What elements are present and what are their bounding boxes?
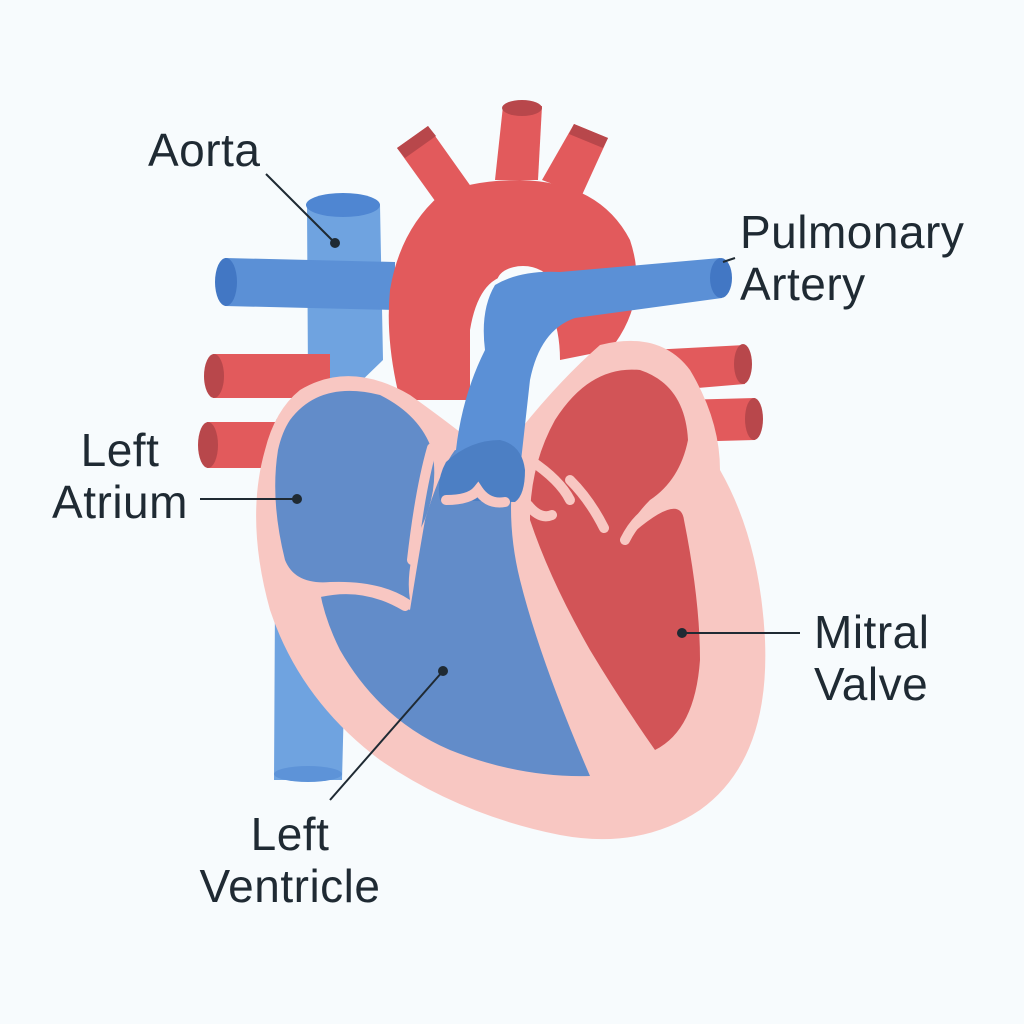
pulmonary-artery-leader-line	[722, 257, 736, 263]
leader-lines	[200, 173, 800, 801]
left-atrium-label-line-1: Left	[80, 424, 160, 476]
left-ventricle-label: Left Ventricle	[192, 808, 388, 912]
pulmonary-artery	[455, 258, 732, 470]
valve-cusp	[438, 440, 525, 502]
left-ventricle-chamber	[320, 450, 590, 777]
left-atrium-label-line-2: Atrium	[52, 476, 188, 528]
left-atrium-label: Left Atrium	[46, 424, 194, 528]
pulmonary-artery-label-line-2: Artery	[740, 258, 866, 310]
pulmonary-vein-left-upper	[215, 258, 395, 310]
left-ventricle-leader-line	[329, 670, 444, 801]
mitral-valve-label-line-2: Valve	[814, 658, 929, 710]
valve-leaflets	[315, 443, 670, 611]
aorta-label-line-1: Aorta	[148, 124, 261, 176]
mitral-valve-label: Mitral Valve	[814, 606, 929, 710]
left-atrium-chamber	[275, 390, 435, 600]
right-chamber	[530, 369, 700, 750]
aorta-leader-line	[265, 173, 336, 244]
pulmonary-artery-label-line-1: Pulmonary	[740, 206, 965, 258]
left-ventricle-label-line-1: Left	[250, 808, 330, 860]
left-ventricle-label-line-2: Ventricle	[199, 860, 381, 912]
leader-dots	[292, 238, 687, 676]
mitral-valve-label-line-1: Mitral	[814, 606, 930, 658]
pulmonary-artery-label: Pulmonary Artery	[740, 206, 964, 310]
aorta-label: Aorta	[148, 124, 260, 176]
